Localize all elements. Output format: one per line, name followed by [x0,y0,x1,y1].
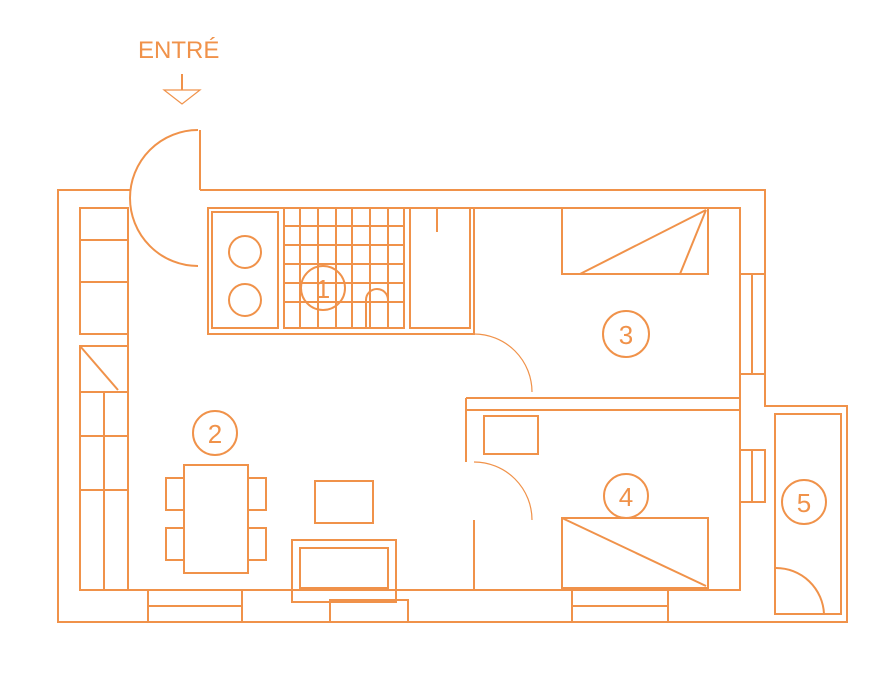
room-number-5: 5 [797,488,811,518]
kitchen-counter [79,207,129,591]
furniture-room-4 [483,415,709,589]
room-marker-1 [300,265,346,311]
bed-room-3 [561,207,709,275]
room-number-2: 2 [208,419,222,449]
room-number-4: 4 [619,482,633,512]
room-marker-5 [781,479,827,525]
outer-walls [57,130,848,623]
entrance-arrow-icon [162,74,202,105]
dining-table [165,464,267,574]
entrance-door-swing [129,129,199,267]
interior-walls [465,208,740,590]
room-marker-3 [602,310,650,358]
balcony [774,413,842,615]
room-marker-4 [603,473,649,519]
room-number-3: 3 [619,320,633,350]
entrance-label: ENTRÉ [138,37,219,64]
windows [147,273,766,623]
sofa-and-coffee-table [291,480,397,603]
bathroom [207,207,475,335]
room-marker-2 [192,410,238,456]
room-number-1: 1 [316,274,330,304]
